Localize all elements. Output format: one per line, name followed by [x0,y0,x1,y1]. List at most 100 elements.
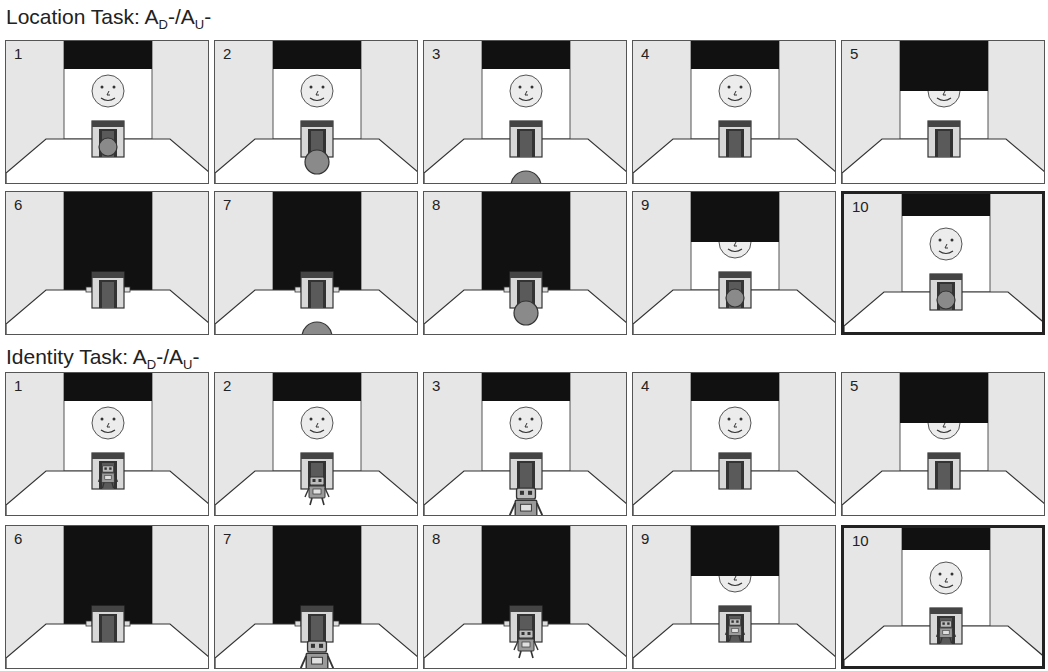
robot-arm [305,488,309,497]
occluder-top [928,121,960,127]
scene-illustration [633,373,836,516]
storyboard-panel: 7 [214,525,418,669]
subscript-text: D [147,357,156,372]
robot-leg [112,483,114,489]
robot-arm [325,488,329,497]
back-wall [424,373,627,516]
curtain [482,41,570,69]
robot-panel [521,504,532,511]
robot-eye [731,620,733,622]
nose [525,423,528,427]
robot-body [102,473,115,483]
back-wall [424,526,627,669]
toy-robot [725,619,744,641]
robot-arm [534,641,538,650]
face-outline [301,407,333,439]
storyboard-panel: 1 [5,372,209,516]
back-wall [215,526,418,669]
eye [531,86,534,89]
heading-text: - [204,5,211,28]
robot-leg [729,636,731,642]
occluder-opening [937,616,955,644]
robot-body [515,500,537,516]
heading-text: Location Task: A [6,5,159,28]
occluder-top [719,606,751,612]
occluder [510,606,542,642]
back-wall [6,192,209,335]
mouth [728,249,742,252]
robot-leg [940,638,942,644]
occluder-opening [935,461,953,489]
occluder-opening [937,282,955,310]
window-opening [482,41,570,139]
occluder-opening [99,614,117,642]
robot-eye [528,491,532,495]
eye [951,239,954,242]
occluder-tab [504,621,510,626]
window-opening [900,373,988,471]
occluder [928,121,960,157]
panel-number: 2 [223,377,231,395]
window-opening [902,528,990,626]
robot-head [308,641,327,652]
occluder-inner [102,463,114,489]
eye [310,418,313,421]
panel-number: 4 [641,377,649,395]
panel-number: 9 [641,530,649,548]
mouth [939,251,953,254]
robot-eye [528,632,531,635]
occluder [719,453,751,489]
ball [302,322,332,335]
occluder-tab [504,287,510,292]
occluder-inner [311,463,323,489]
subscript-text: D [159,17,168,32]
back-wall [842,41,1045,184]
table-top [844,626,1045,669]
table-top [215,471,418,516]
occluder-inner [311,282,323,308]
nose [107,423,110,427]
occluder-top [510,453,542,459]
nose [945,244,948,248]
storyboard-panel: 3 [423,40,627,184]
window-opening [900,41,988,139]
occluder-top [928,453,960,459]
back-wall [215,41,418,184]
robot-body [940,628,953,638]
robot-arm [301,656,306,668]
robot-leg [739,636,741,642]
robot-panel [943,630,949,634]
occluder-top [301,606,333,612]
scene-illustration [633,192,836,335]
robot-arm [725,628,728,635]
robot-head [517,488,536,499]
occluder-inner [520,616,532,642]
robot-panel [522,642,530,647]
experimenter-face [930,228,962,260]
scene-illustration [424,373,627,516]
mouth [937,98,951,101]
occluder-top [719,453,751,459]
scene-illustration [6,41,209,184]
occluder-opening [308,280,326,308]
occluder-top [92,272,124,278]
back-wall [633,192,836,335]
occluder-top [719,272,751,278]
occluder [510,121,542,157]
window-opening [691,526,779,624]
experimenter-face [719,75,751,107]
window-opening [691,41,779,139]
occluder-inner [311,616,323,642]
curtain [273,526,361,624]
occluder-inner [940,618,952,644]
scene-illustration [424,192,627,335]
robot-eye [311,644,315,648]
face-outline [719,75,751,107]
ball [514,301,538,325]
panel-number: 10 [852,198,869,216]
robot-panel [732,628,738,632]
occluder [92,453,124,489]
experimenter-face [930,562,962,594]
robot-arm [952,630,955,637]
occluder-opening [99,129,117,157]
